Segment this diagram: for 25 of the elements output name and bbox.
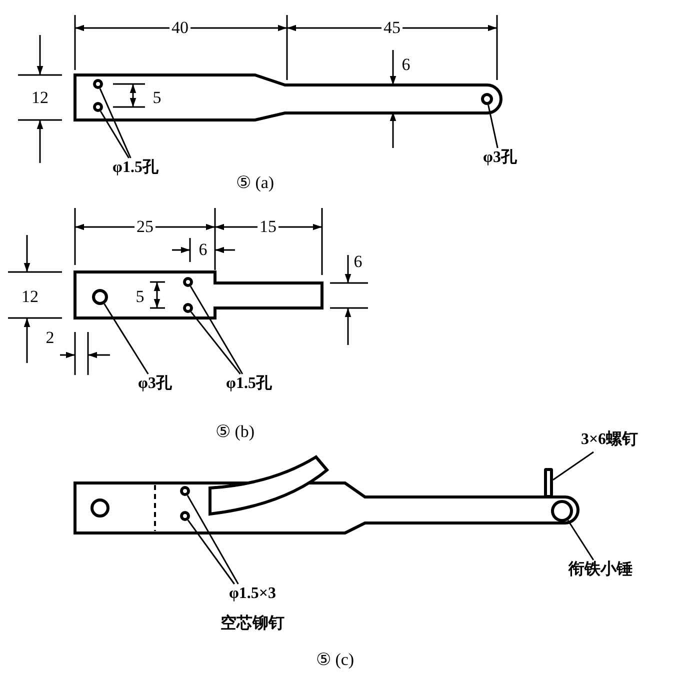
leader-line: [552, 451, 594, 481]
leader-line: [190, 286, 244, 374]
part-label: φ1.5孔: [112, 158, 160, 178]
hole: [93, 102, 103, 112]
part-label: 空芯铆钉: [220, 614, 286, 634]
leader-line: [186, 494, 239, 584]
hole: [92, 289, 108, 305]
part-label: 衔铁小锤: [567, 560, 634, 580]
part-label: φ1.5×3: [228, 584, 278, 604]
part-label: φ3孔: [482, 148, 518, 168]
screw: [544, 468, 553, 498]
hole: [481, 93, 493, 105]
hole: [93, 79, 103, 89]
part-label: 3×6螺钉: [580, 430, 640, 450]
part-label: φ1.5孔: [225, 374, 273, 394]
leader-line: [567, 520, 594, 560]
hole: [183, 303, 193, 313]
leader-line: [99, 88, 132, 158]
leader-line: [100, 110, 130, 158]
leader-line: [488, 104, 498, 148]
leader-line: [187, 520, 235, 584]
leader-line: [190, 311, 241, 374]
hole: [183, 277, 193, 287]
part-label: φ3孔: [137, 374, 173, 394]
leader-line: [104, 303, 149, 374]
